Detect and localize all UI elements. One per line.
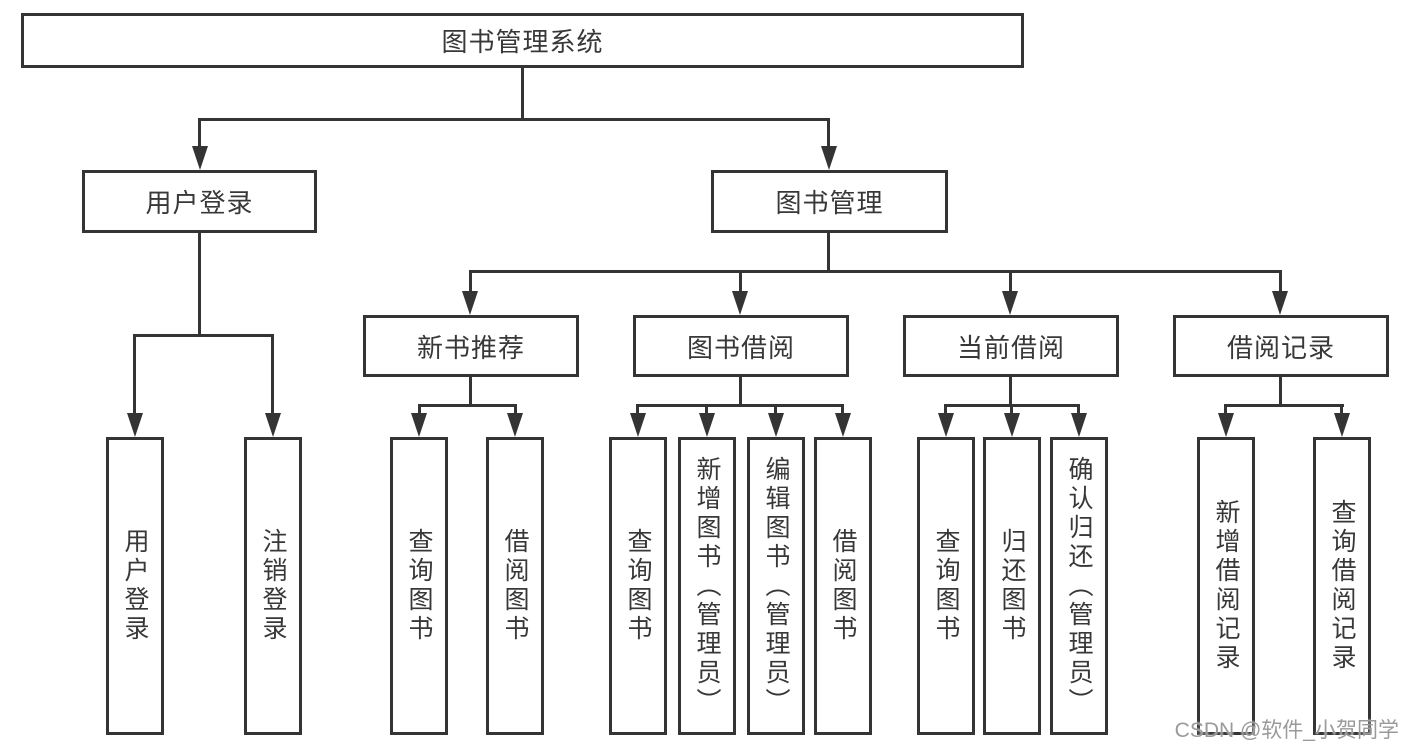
leaf-add-borrow-record: 新增借阅记录 <box>1197 437 1255 735</box>
leaf-edit-books-admin-label: 编辑图书（管理员） <box>762 455 790 717</box>
connector-line <box>1224 404 1227 415</box>
arrowhead-down-icon <box>1071 413 1087 437</box>
connector-line <box>1009 377 1012 406</box>
connector-line <box>1340 404 1343 415</box>
connector-line <box>636 404 639 415</box>
connector-line <box>521 68 524 120</box>
arrowhead-down-icon <box>835 413 851 437</box>
arrowhead-down-icon <box>462 291 478 315</box>
leaf-query-books-recommend-label: 查询图书 <box>405 528 433 644</box>
connector-line <box>469 270 1282 273</box>
connector-line <box>418 404 517 407</box>
leaf-confirm-return-admin-label: 确认归还（管理员） <box>1065 455 1093 717</box>
node-borrowing-records: 借阅记录 <box>1173 315 1389 377</box>
leaf-borrow-books-recommend: 借阅图书 <box>486 437 544 735</box>
arrowhead-down-icon <box>938 413 954 437</box>
arrowhead-down-icon <box>507 413 523 437</box>
connector-line <box>1224 404 1344 407</box>
node-library-system-label: 图书管理系统 <box>441 27 604 57</box>
connector-line <box>1010 404 1013 415</box>
arrowhead-down-icon <box>1218 413 1234 437</box>
node-user-login: 用户登录 <box>82 170 317 233</box>
connector-line <box>944 404 947 415</box>
node-new-book-recommend: 新书推荐 <box>363 315 579 377</box>
leaf-confirm-return-admin: 确认归还（管理员） <box>1050 437 1108 735</box>
connector-line <box>1009 270 1012 293</box>
leaf-query-borrow-record-label: 查询借阅记录 <box>1328 499 1356 673</box>
node-book-borrowing-label: 图书借阅 <box>686 332 795 363</box>
leaf-edit-books-admin: 编辑图书（管理员） <box>747 437 805 735</box>
leaf-user-login-label: 用户登录 <box>121 528 149 644</box>
arrowhead-down-icon <box>265 413 281 437</box>
node-user-login-label: 用户登录 <box>145 188 254 218</box>
leaf-query-books-current: 查询图书 <box>917 437 975 735</box>
leaf-user-login: 用户登录 <box>106 437 164 735</box>
leaf-logout-login: 注销登录 <box>244 437 302 735</box>
connector-line <box>198 118 201 148</box>
connector-line <box>418 404 421 415</box>
connector-line <box>739 377 742 406</box>
connector-line <box>198 233 201 336</box>
arrowhead-down-icon <box>699 413 715 437</box>
leaf-add-books-admin-label: 新增图书（管理员） <box>693 455 721 717</box>
connector-line <box>133 334 274 337</box>
leaf-logout-login-label: 注销登录 <box>259 528 287 644</box>
node-borrowing-records-label: 借阅记录 <box>1226 332 1335 363</box>
connector-line <box>636 404 844 407</box>
connector-line <box>827 118 830 148</box>
arrowhead-down-icon <box>192 146 208 170</box>
leaf-query-borrow-record: 查询借阅记录 <box>1313 437 1371 735</box>
connector-line <box>133 334 136 414</box>
node-book-borrowing: 图书借阅 <box>633 315 849 377</box>
leaf-borrow-books: 借阅图书 <box>814 437 872 735</box>
node-library-system: 图书管理系统 <box>21 13 1024 68</box>
leaf-query-books-borrow: 查询图书 <box>609 437 667 735</box>
connector-line <box>1077 404 1080 415</box>
leaf-borrow-books-label: 借阅图书 <box>829 528 857 644</box>
arrowhead-down-icon <box>127 413 143 437</box>
connector-line <box>469 270 472 293</box>
connector-line <box>705 404 708 415</box>
leaf-query-books-recommend: 查询图书 <box>390 437 448 735</box>
connector-line <box>1279 377 1282 406</box>
leaf-borrow-books-recommend-label: 借阅图书 <box>501 528 529 644</box>
arrowhead-down-icon <box>821 146 837 170</box>
connector-line <box>469 377 472 406</box>
arrowhead-down-icon <box>1002 291 1018 315</box>
connector-line <box>514 404 517 415</box>
node-new-book-recommend-label: 新书推荐 <box>416 332 525 363</box>
leaf-return-books: 归还图书 <box>983 437 1041 735</box>
arrowhead-down-icon <box>411 413 427 437</box>
connector-line <box>1279 270 1282 293</box>
leaf-add-books-admin: 新增图书（管理员） <box>678 437 736 735</box>
arrowhead-down-icon <box>1334 413 1350 437</box>
connector-line <box>739 270 742 293</box>
connector-line <box>774 404 777 415</box>
node-current-borrowing-label: 当前借阅 <box>956 332 1065 363</box>
leaf-query-books-borrow-label: 查询图书 <box>624 528 652 644</box>
arrowhead-down-icon <box>630 413 646 437</box>
leaf-add-borrow-record-label: 新增借阅记录 <box>1212 499 1240 673</box>
node-book-management-label: 图书管理 <box>775 188 884 218</box>
connector-line <box>841 404 844 415</box>
connector-line <box>271 334 274 414</box>
node-book-management: 图书管理 <box>711 170 948 233</box>
leaf-return-books-label: 归还图书 <box>998 528 1026 644</box>
node-current-borrowing: 当前借阅 <box>903 315 1119 377</box>
leaf-query-books-current-label: 查询图书 <box>932 528 960 644</box>
arrowhead-down-icon <box>732 291 748 315</box>
arrowhead-down-icon <box>768 413 784 437</box>
connector-line <box>827 233 830 272</box>
connector-line <box>198 118 830 121</box>
csdn-watermark: CSDN @软件_小贺同学 <box>1174 719 1399 742</box>
arrowhead-down-icon <box>1272 291 1288 315</box>
arrowhead-down-icon <box>1004 413 1020 437</box>
